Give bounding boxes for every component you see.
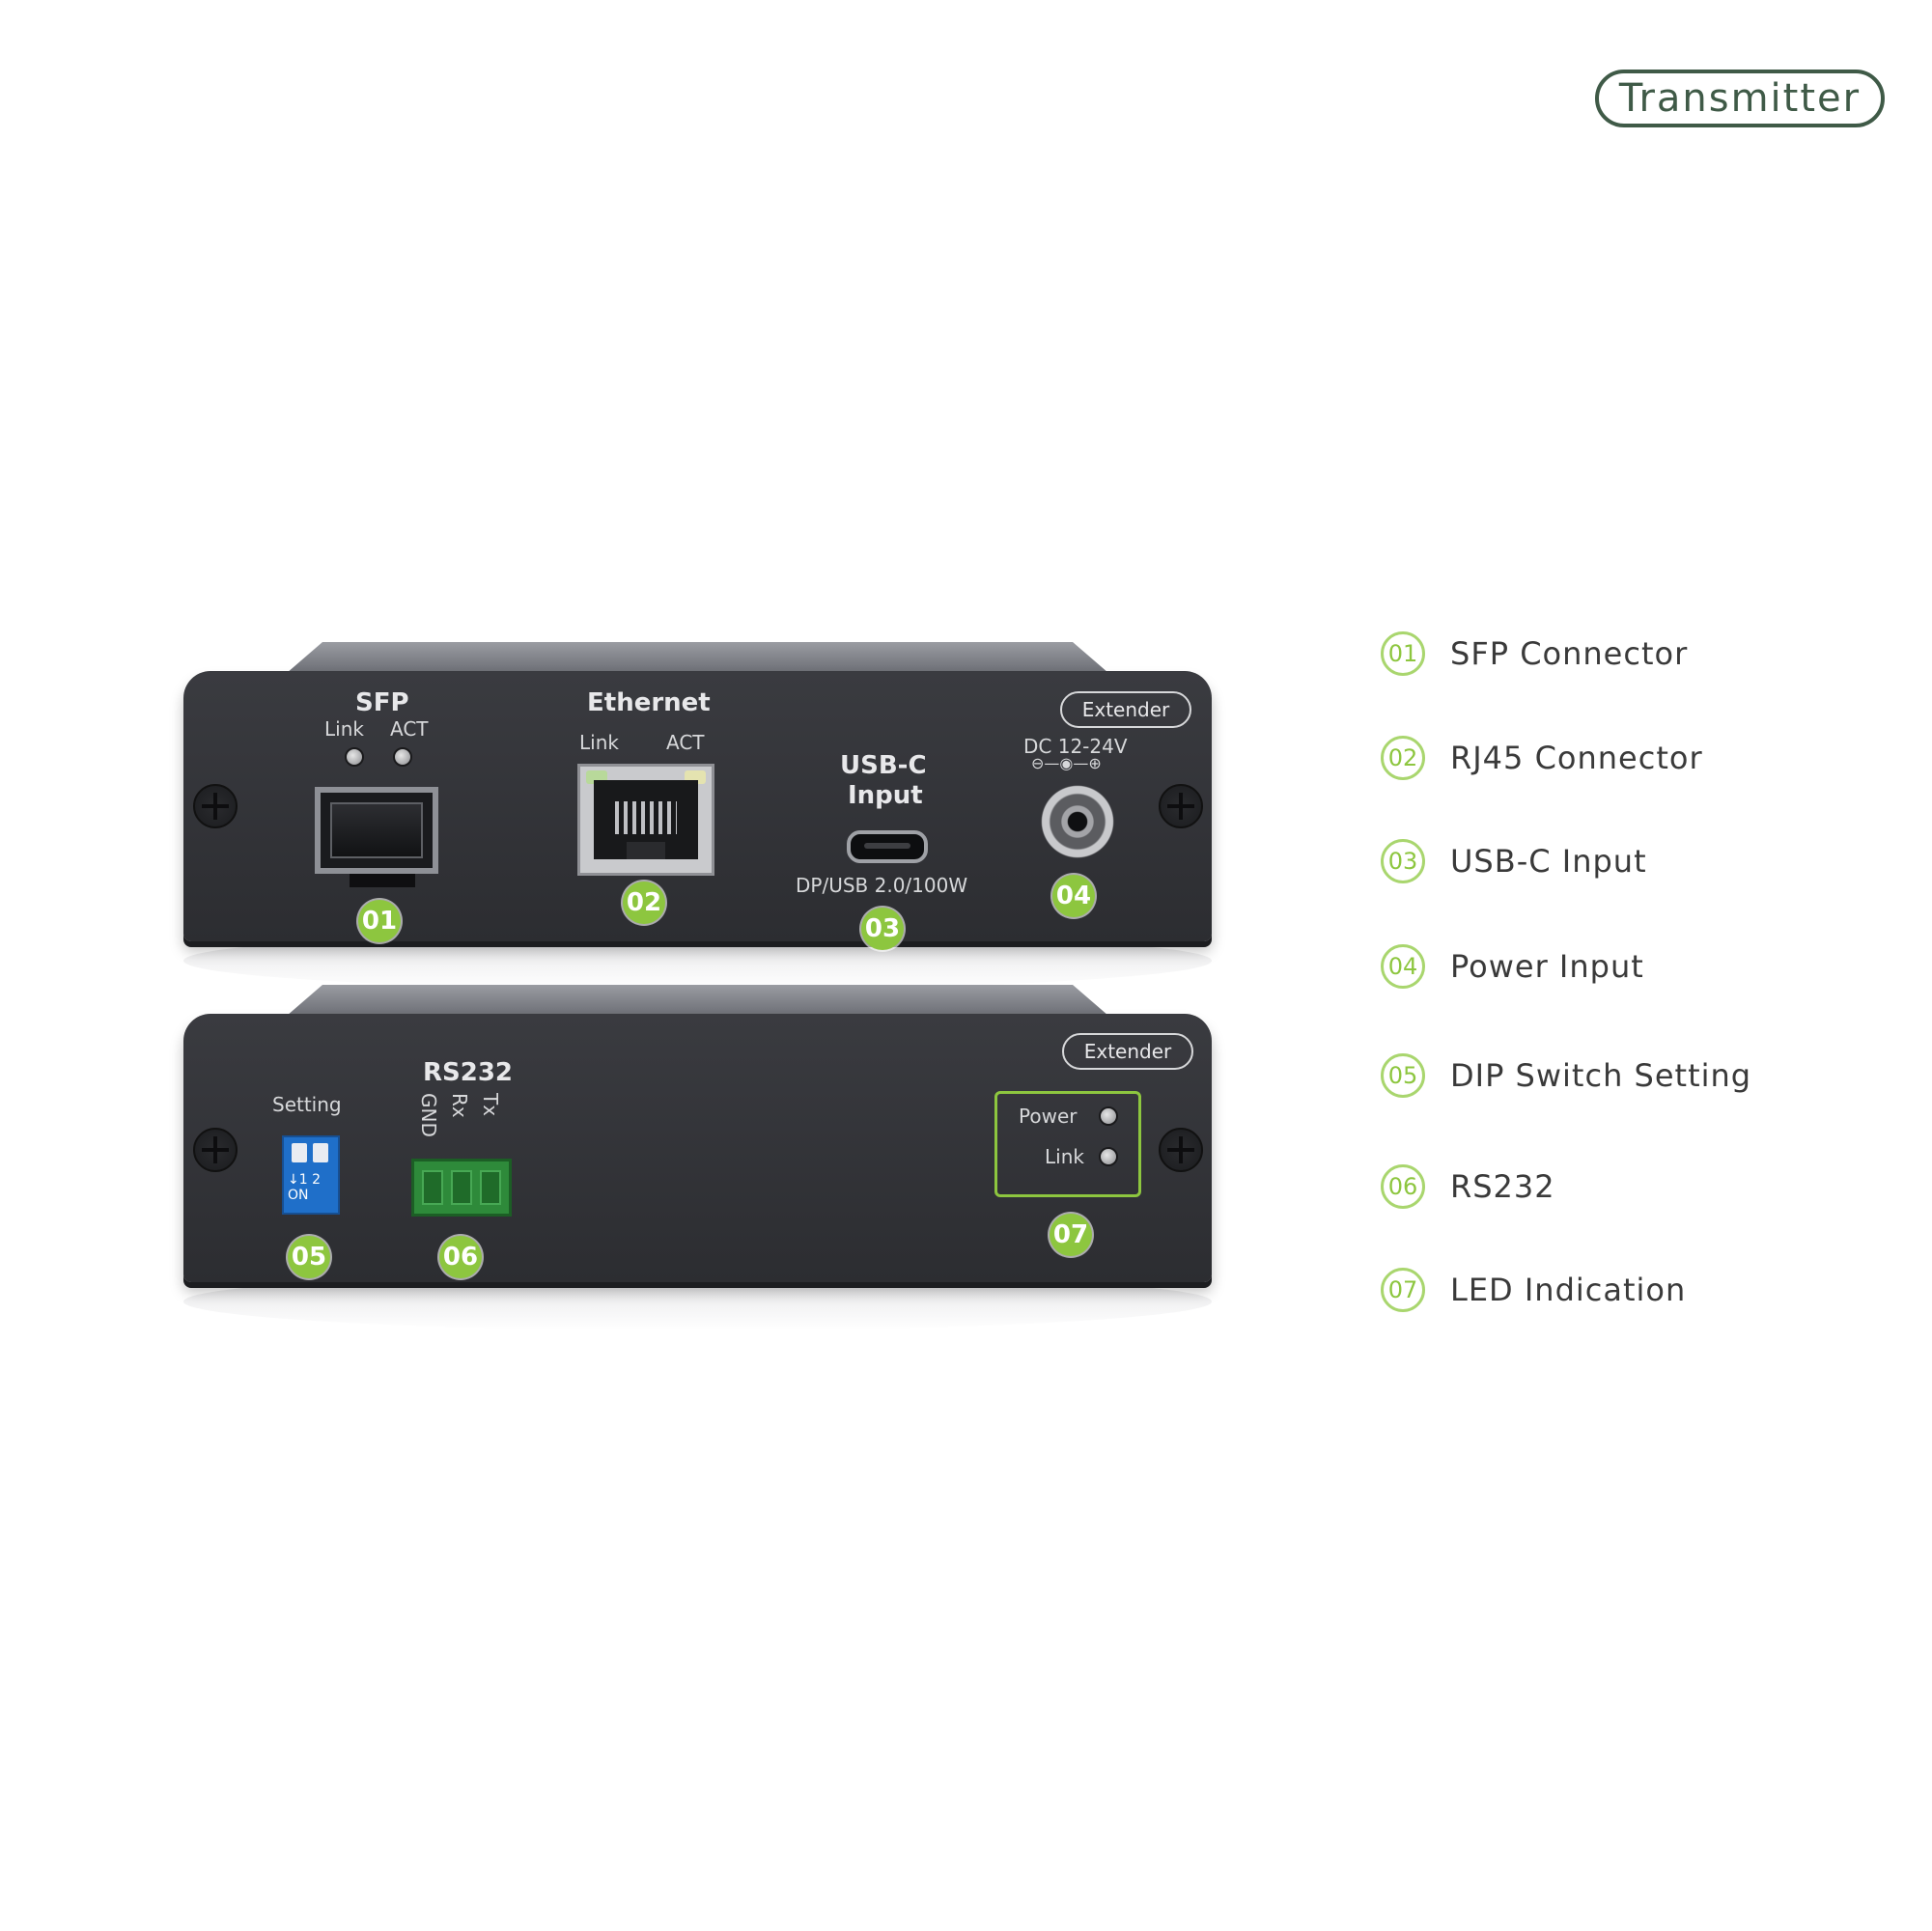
legend-label-usbc: USB-C Input [1450, 843, 1647, 880]
dip-switch-2[interactable] [313, 1143, 328, 1162]
panel-top-edge [287, 642, 1108, 673]
sfp-port [315, 787, 438, 887]
dc-polarity-icon: ⊖—◉—⊕ [1031, 754, 1102, 772]
legend-number-01: 01 [1381, 631, 1425, 676]
transmitter-title-badge: Transmitter [1595, 70, 1885, 127]
marker-04: 04 [1052, 875, 1095, 917]
screw-left-icon [193, 1128, 238, 1172]
dip-switch-1[interactable] [292, 1143, 307, 1162]
rs232-terminal-block [411, 1159, 512, 1217]
legend-number-07: 07 [1381, 1268, 1425, 1312]
legend-label-sfp: SFP Connector [1450, 635, 1689, 672]
dc-voltage-label: DC 12-24V [1023, 735, 1128, 758]
usbc-port [847, 830, 928, 863]
ethernet-label: Ethernet [587, 688, 711, 717]
sfp-link-led [345, 747, 364, 767]
usbc-title-line1: USB-C [840, 751, 927, 780]
link-led-label: Link [1045, 1145, 1084, 1168]
legend-item: 07 LED Indication [1381, 1264, 1686, 1316]
legend-item: 01 SFP Connector [1381, 628, 1688, 680]
marker-05: 05 [288, 1236, 330, 1278]
legend-label-power: Power Input [1450, 948, 1644, 985]
legend-label-led: LED Indication [1450, 1272, 1687, 1308]
rj45-port [577, 764, 714, 876]
extender-badge-rear: Extender [1062, 1033, 1193, 1070]
sfp-act-label: ACT [390, 717, 429, 741]
legend-item: 02 RJ45 Connector [1381, 732, 1703, 784]
sfp-label: SFP [355, 688, 409, 717]
sfp-act-led [393, 747, 412, 767]
legend-label-rs232: RS232 [1450, 1168, 1555, 1205]
marker-01: 01 [358, 900, 401, 942]
front-panel: SFP Link ACT Ethernet Link ACT USB-C Inp… [183, 642, 1212, 990]
setting-label: Setting [272, 1093, 342, 1116]
marker-06: 06 [439, 1236, 482, 1278]
legend-number-02: 02 [1381, 736, 1425, 780]
legend-item: 06 RS232 [1381, 1161, 1555, 1213]
marker-07: 07 [1050, 1214, 1092, 1256]
led-indication-box [994, 1091, 1141, 1197]
screw-right-icon [1159, 784, 1203, 828]
legend-label-dip: DIP Switch Setting [1450, 1057, 1752, 1094]
legend-number-05: 05 [1381, 1053, 1425, 1098]
sfp-link-label: Link [324, 717, 364, 741]
ethernet-link-label: Link [579, 731, 619, 754]
legend-number-06: 06 [1381, 1164, 1425, 1209]
legend-item: 05 DIP Switch Setting [1381, 1049, 1751, 1102]
usbc-caption: DP/USB 2.0/100W [796, 874, 968, 897]
rs232-label: RS232 [423, 1058, 514, 1087]
legend-number-03: 03 [1381, 839, 1425, 883]
usbc-title-line2: Input [848, 781, 923, 810]
legend-item: 04 Power Input [1381, 940, 1644, 993]
panel-shadow [183, 932, 1212, 990]
link-led [1099, 1147, 1118, 1166]
power-led-label: Power [1019, 1105, 1078, 1128]
dip-on-label: ON [288, 1188, 309, 1203]
legend-number-04: 04 [1381, 944, 1425, 989]
dc-power-jack [1041, 785, 1114, 858]
panel-top-edge [287, 985, 1108, 1016]
screw-right-icon [1159, 1128, 1203, 1172]
screw-left-icon [193, 784, 238, 828]
ethernet-act-label: ACT [666, 731, 705, 754]
marker-02: 02 [623, 882, 665, 924]
panel-face [183, 1014, 1212, 1282]
rear-panel: Setting ↓1 2 ON RS232 GND Rx Tx Extender… [183, 985, 1212, 1330]
extender-badge-front: Extender [1060, 691, 1191, 728]
rs232-pin-rx: Rx [448, 1093, 471, 1118]
power-led [1099, 1106, 1118, 1126]
marker-03: 03 [861, 908, 904, 950]
dip-numbers: ↓1 2 [288, 1172, 321, 1188]
dip-switch[interactable]: ↓1 2 ON [282, 1135, 340, 1215]
legend-label-rj45: RJ45 Connector [1450, 740, 1703, 776]
rs232-pin-gnd: GND [417, 1093, 440, 1137]
rs232-pin-tx: Tx [479, 1093, 502, 1117]
legend-item: 03 USB-C Input [1381, 835, 1647, 887]
panel-shadow [183, 1273, 1212, 1330]
